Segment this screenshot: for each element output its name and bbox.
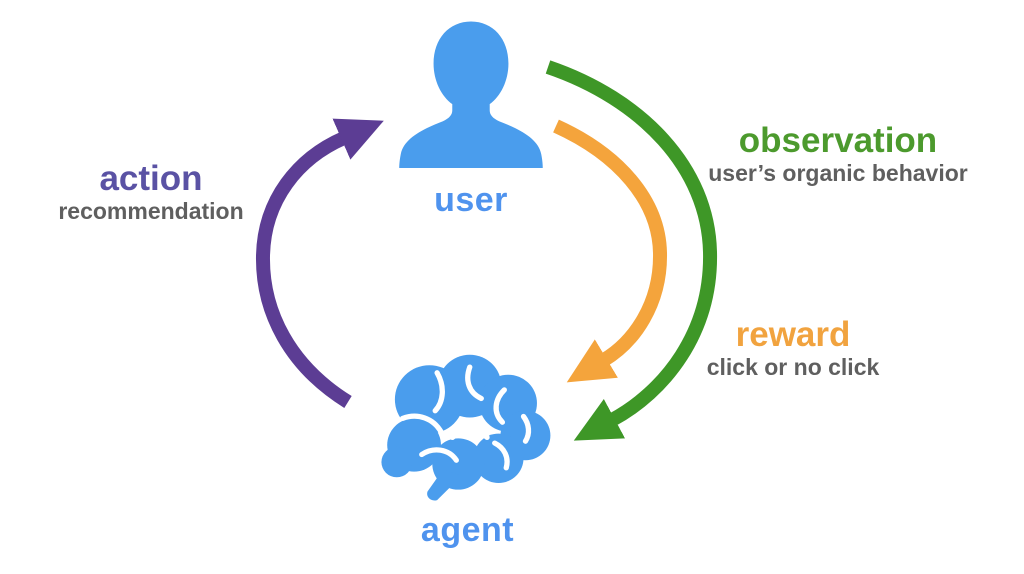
person-silhouette-icon	[393, 20, 549, 168]
action-label: action	[99, 159, 203, 198]
action-edge-label: action recommendation	[31, 159, 271, 225]
brain-icon	[368, 350, 560, 502]
observation-sublabel: user’s organic behavior	[708, 160, 968, 186]
user-node-label: user	[434, 181, 508, 219]
observation-arrow	[545, 60, 718, 441]
reward-arrow	[553, 119, 668, 383]
reward-label: reward	[735, 315, 851, 354]
reward-edge-label: reward click or no click	[673, 315, 913, 381]
reward-sublabel: click or no click	[706, 354, 880, 380]
observation-edge-label: observation user’s organic behavior	[697, 121, 979, 187]
agent-node-label: agent	[420, 511, 515, 549]
action-arrow	[255, 118, 384, 408]
observation-label: observation	[738, 121, 938, 160]
action-sublabel: recommendation	[58, 198, 244, 224]
